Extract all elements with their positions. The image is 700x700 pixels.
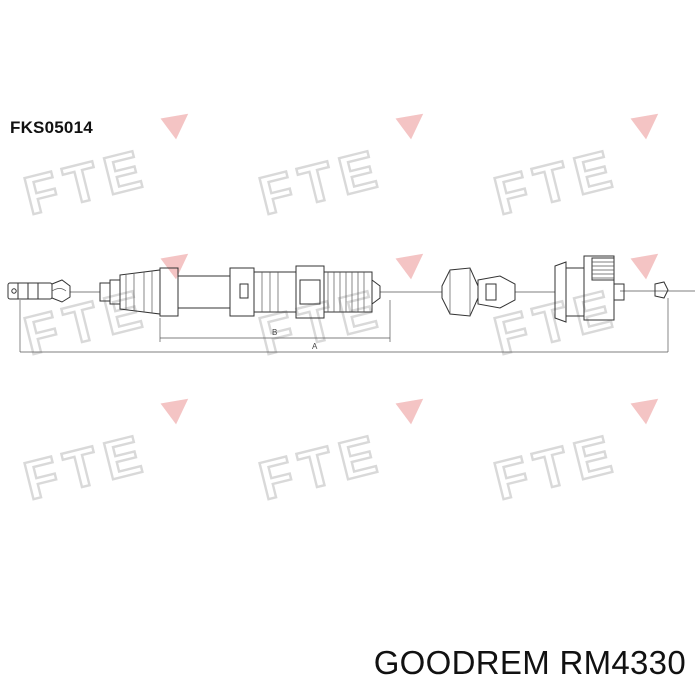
- watermark-triangle-icon: [160, 113, 189, 140]
- dimension-a-label: A: [312, 342, 318, 351]
- watermark-text: FTE: [488, 278, 625, 367]
- middle-grommet: [441, 267, 516, 317]
- watermark-8: FTE: [252, 398, 424, 513]
- watermark-text: FTE: [253, 423, 390, 512]
- watermark-text: FTE: [18, 423, 155, 512]
- adjuster-sleeve: [99, 265, 381, 319]
- watermark-3: FTE: [487, 113, 659, 228]
- watermark-text: FTE: [18, 138, 155, 227]
- watermark-1: FTE: [17, 113, 189, 228]
- dimension-lines: B A: [19, 298, 669, 353]
- watermark-triangle-icon: [160, 253, 189, 280]
- caption: GOODREM RM4330: [373, 644, 686, 681]
- watermark-triangle-icon: [160, 398, 189, 425]
- watermark-triangle-icon: [395, 113, 424, 140]
- right-end-fitting: [554, 255, 669, 323]
- watermark-text: FTE: [253, 278, 390, 367]
- watermark-triangle-icon: [395, 253, 424, 280]
- watermark-text: FTE: [488, 423, 625, 512]
- part-number: FKS05014: [10, 118, 93, 137]
- clutch-cable: B A: [7, 255, 695, 353]
- dimension-b-label: B: [272, 328, 277, 337]
- watermark-9: FTE: [487, 398, 659, 513]
- watermark-triangle-icon: [395, 398, 424, 425]
- watermark-text: FTE: [18, 278, 155, 367]
- watermark-2: FTE: [252, 113, 424, 228]
- watermark-6: FTE: [487, 253, 659, 368]
- watermark-text: FTE: [253, 138, 390, 227]
- watermark-4: FTE: [17, 253, 189, 368]
- watermark-7: FTE: [17, 398, 189, 513]
- watermark-triangle-icon: [630, 398, 659, 425]
- watermark-5: FTE: [252, 253, 424, 368]
- watermark-text: FTE: [488, 138, 625, 227]
- watermark-triangle-icon: [630, 253, 659, 280]
- left-end-fitting: [7, 279, 71, 303]
- watermark-triangle-icon: [630, 113, 659, 140]
